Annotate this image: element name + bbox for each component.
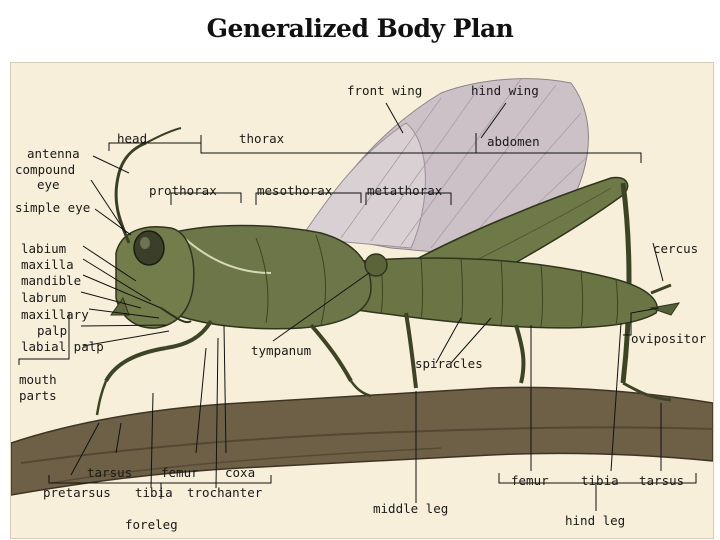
label-middle-leg: middle leg [373, 501, 449, 516]
label-compound-eye-line1: compound [15, 162, 76, 177]
label-front-wing: front wing [347, 83, 423, 98]
grasshopper-diagram: front wing hind wing head thorax abdomen… [10, 62, 714, 539]
label-tympanum: tympanum [251, 343, 312, 358]
label-prothorax: prothorax [149, 183, 217, 198]
label-thorax: thorax [239, 131, 285, 146]
label-labrum: labrum [21, 290, 67, 305]
label-antenna: antenna [27, 146, 80, 161]
label-mandible: mandible [21, 273, 82, 288]
branch [11, 386, 713, 496]
label-labial-palp: labial palp [21, 339, 104, 354]
label-foreleg-tibia: tibia [135, 485, 173, 500]
label-parts: parts [19, 388, 57, 403]
label-hindleg-femur: femur [511, 473, 549, 488]
label-hind-leg: hind leg [565, 513, 626, 528]
label-trochanter: trochanter [187, 485, 263, 500]
compound-eye-shape [133, 230, 165, 266]
label-foreleg: foreleg [125, 517, 178, 532]
antenna-shape [114, 141, 147, 244]
label-labium: labium [21, 241, 67, 256]
abdomen-body [340, 257, 658, 329]
label-maxilla: maxilla [21, 257, 74, 272]
label-simple-eye: simple eye [15, 200, 91, 215]
tympanum-shape [364, 253, 388, 277]
diagram-illustration [11, 78, 713, 511]
label-mouth: mouth [19, 372, 57, 387]
label-hindleg-tarsus: tarsus [639, 473, 685, 488]
label-compound-eye-line2: eye [37, 177, 60, 192]
page-title: Generalized Body Plan [206, 14, 514, 43]
hind-wing [300, 122, 426, 249]
label-foreleg-femur: femur [161, 465, 199, 480]
label-hindleg-tibia: tibia [581, 473, 619, 488]
label-abdomen: abdomen [487, 134, 540, 149]
label-head: head [117, 131, 148, 146]
label-maxillary: maxillary [21, 307, 89, 322]
label-cercus: cercus [653, 241, 699, 256]
label-ovipositor: ovipositor [631, 331, 707, 346]
label-pretarsus: pretarsus [43, 485, 111, 500]
label-metathorax: metathorax [367, 183, 443, 198]
label-foreleg-tarsus: tarsus [87, 465, 133, 480]
thorax-body [170, 224, 372, 330]
label-coxa: coxa [225, 465, 256, 480]
label-mesothorax: mesothorax [257, 183, 333, 198]
label-spiracles: spiracles [415, 356, 483, 371]
label-hind-wing: hind wing [471, 83, 539, 98]
label-palp: palp [37, 323, 68, 338]
